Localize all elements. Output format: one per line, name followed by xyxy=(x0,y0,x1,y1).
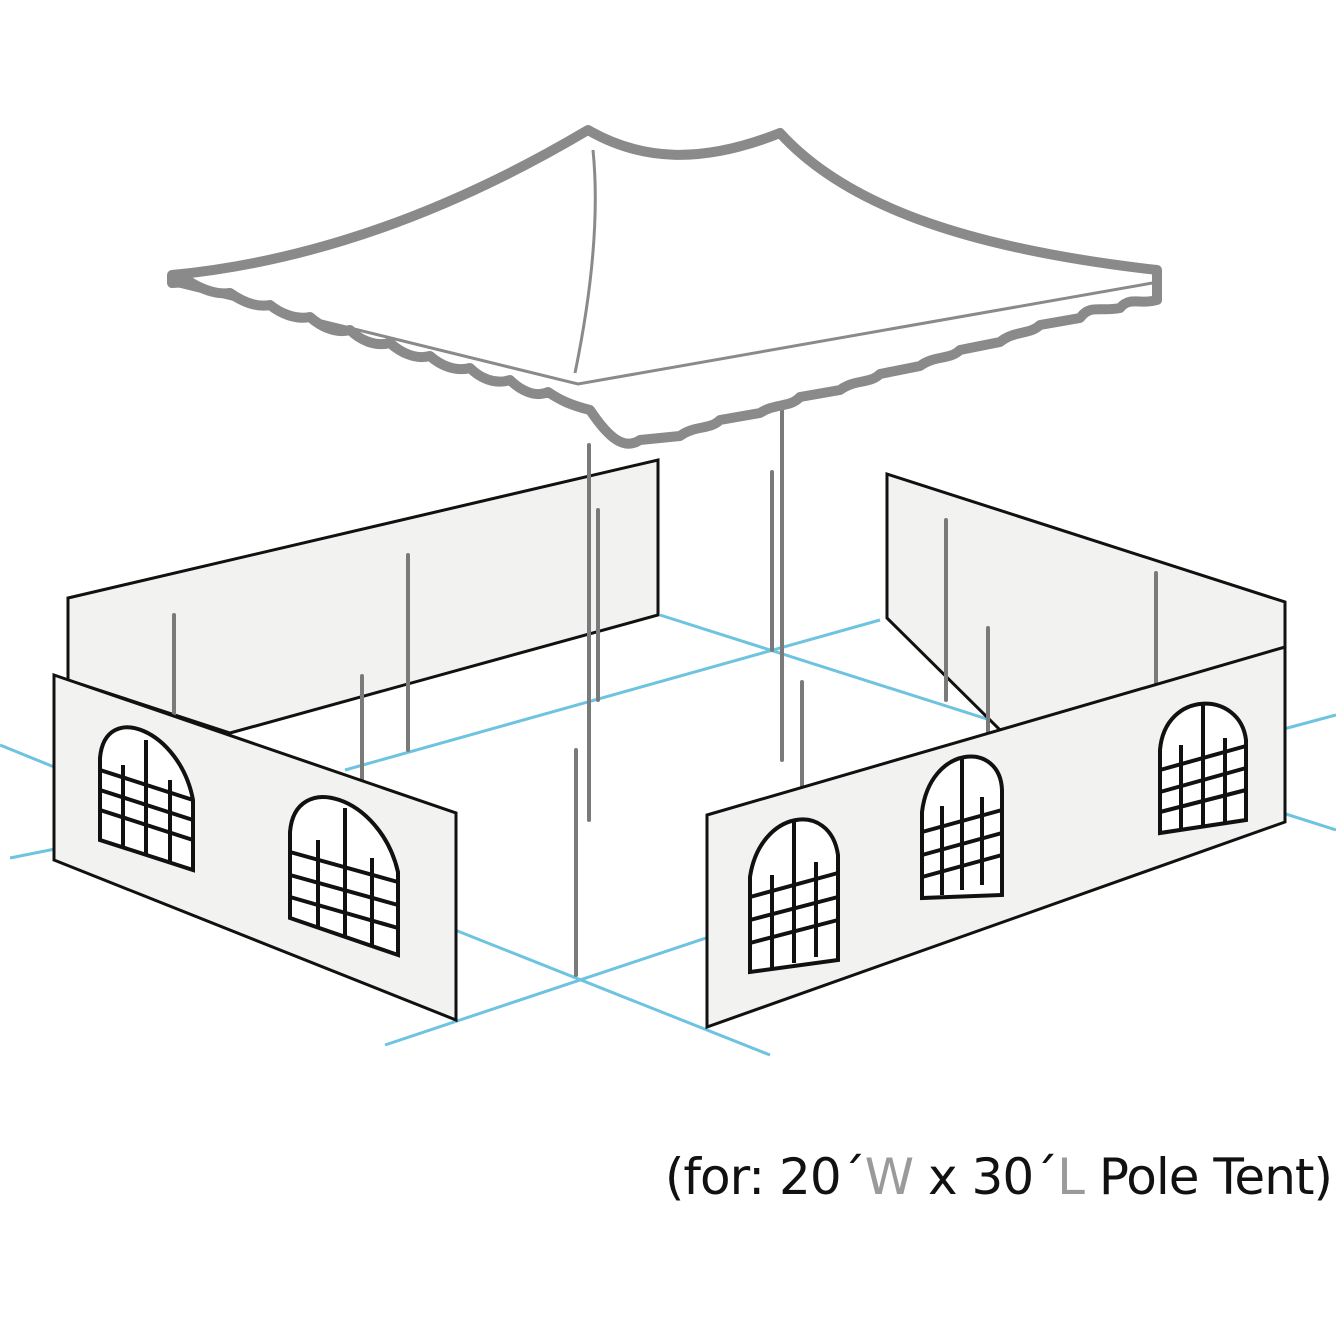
cathedral-window xyxy=(98,725,195,873)
back-left-wall-panel xyxy=(66,458,660,735)
caption-length-unit: L xyxy=(1057,1148,1085,1206)
cathedral-window xyxy=(288,795,400,958)
size-caption: (for: 20´W x 30´L Pole Tent) xyxy=(664,1148,1333,1206)
caption-prefix: (for: 20´ xyxy=(664,1148,866,1206)
cathedral-window xyxy=(920,754,1004,901)
cathedral-window xyxy=(748,817,840,975)
caption-width-unit: W xyxy=(864,1148,914,1206)
cathedral-window xyxy=(1158,701,1248,836)
front-left-wall-panel xyxy=(52,672,458,1023)
canopy-top xyxy=(167,125,1162,449)
caption-suffix: Pole Tent) xyxy=(1083,1148,1333,1206)
caption-middle: x 30´ xyxy=(913,1148,1058,1206)
front-right-wall-panel xyxy=(705,645,1287,1030)
